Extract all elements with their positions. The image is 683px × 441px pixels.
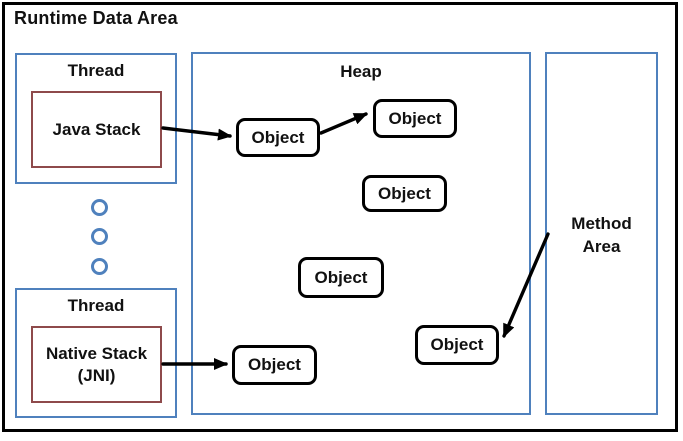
- java-stack-label: Java Stack: [52, 119, 141, 139]
- object-label: Object: [251, 127, 305, 147]
- thread-ellipsis-circle-1: [91, 199, 108, 216]
- method-area-label: Method Area: [571, 214, 632, 256]
- java-stack-box: Java Stack: [31, 91, 162, 168]
- object-label: Object: [314, 267, 368, 287]
- heap-label: Heap: [340, 62, 382, 81]
- object-label: Object: [388, 108, 442, 128]
- thread-ellipsis-circle-3: [91, 258, 108, 275]
- heap-object-1: Object: [236, 118, 320, 157]
- object-label: Object: [378, 183, 431, 203]
- thread-label: Thread: [67, 296, 125, 315]
- thread-box-bottom: Thread Native Stack (JNI): [15, 288, 177, 418]
- native-stack-label: Native Stack: [45, 343, 148, 363]
- thread-ellipsis-circle-2: [91, 228, 108, 245]
- heap-object-2: Object: [373, 99, 457, 138]
- thread-label: Thread: [67, 61, 125, 80]
- native-stack-sublabel: (JNI): [77, 365, 116, 385]
- heap-object-3: Object: [362, 175, 447, 212]
- thread-box-top: Thread Java Stack: [15, 53, 177, 184]
- native-stack-box: Native Stack (JNI): [31, 326, 162, 403]
- method-area-box: Method Area: [545, 52, 658, 415]
- object-label: Object: [248, 355, 301, 374]
- heap-object-6: Object: [415, 325, 499, 365]
- heap-object-5: Object: [232, 345, 317, 385]
- object-label: Object: [430, 335, 484, 354]
- heap-object-4: Object: [298, 257, 384, 298]
- diagram-title: Runtime Data Area: [14, 8, 178, 28]
